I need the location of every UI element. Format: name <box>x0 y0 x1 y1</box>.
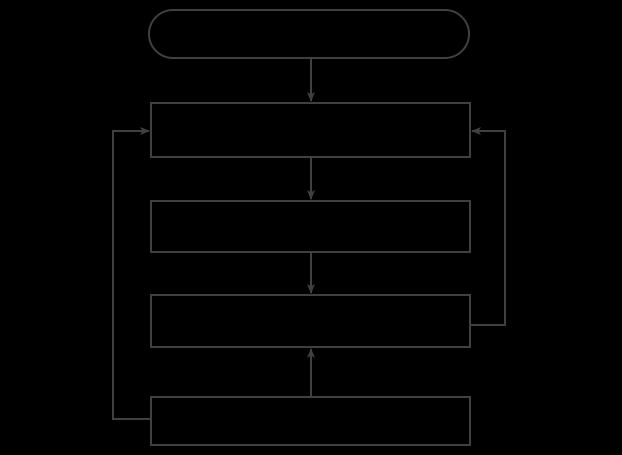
node-3-shape[interactable] <box>150 200 471 253</box>
flowchart-node-2[interactable] <box>150 102 471 158</box>
edges-layer <box>112 58 506 420</box>
flowchart-node-3[interactable] <box>150 200 471 253</box>
nodes-layer <box>148 9 471 446</box>
flowchart-node-start[interactable] <box>148 9 470 59</box>
flowchart-node-5[interactable] <box>150 396 471 446</box>
edge-right-feedback-node4-to-node2 <box>470 127 506 326</box>
flowchart-node-4[interactable] <box>150 294 471 348</box>
node-4-shape[interactable] <box>150 294 471 348</box>
node-5-shape[interactable] <box>150 396 471 446</box>
node-start-shape[interactable] <box>148 9 470 59</box>
node-2-shape[interactable] <box>150 102 471 158</box>
edge-left-feedback-node5-to-node2 <box>112 127 151 420</box>
